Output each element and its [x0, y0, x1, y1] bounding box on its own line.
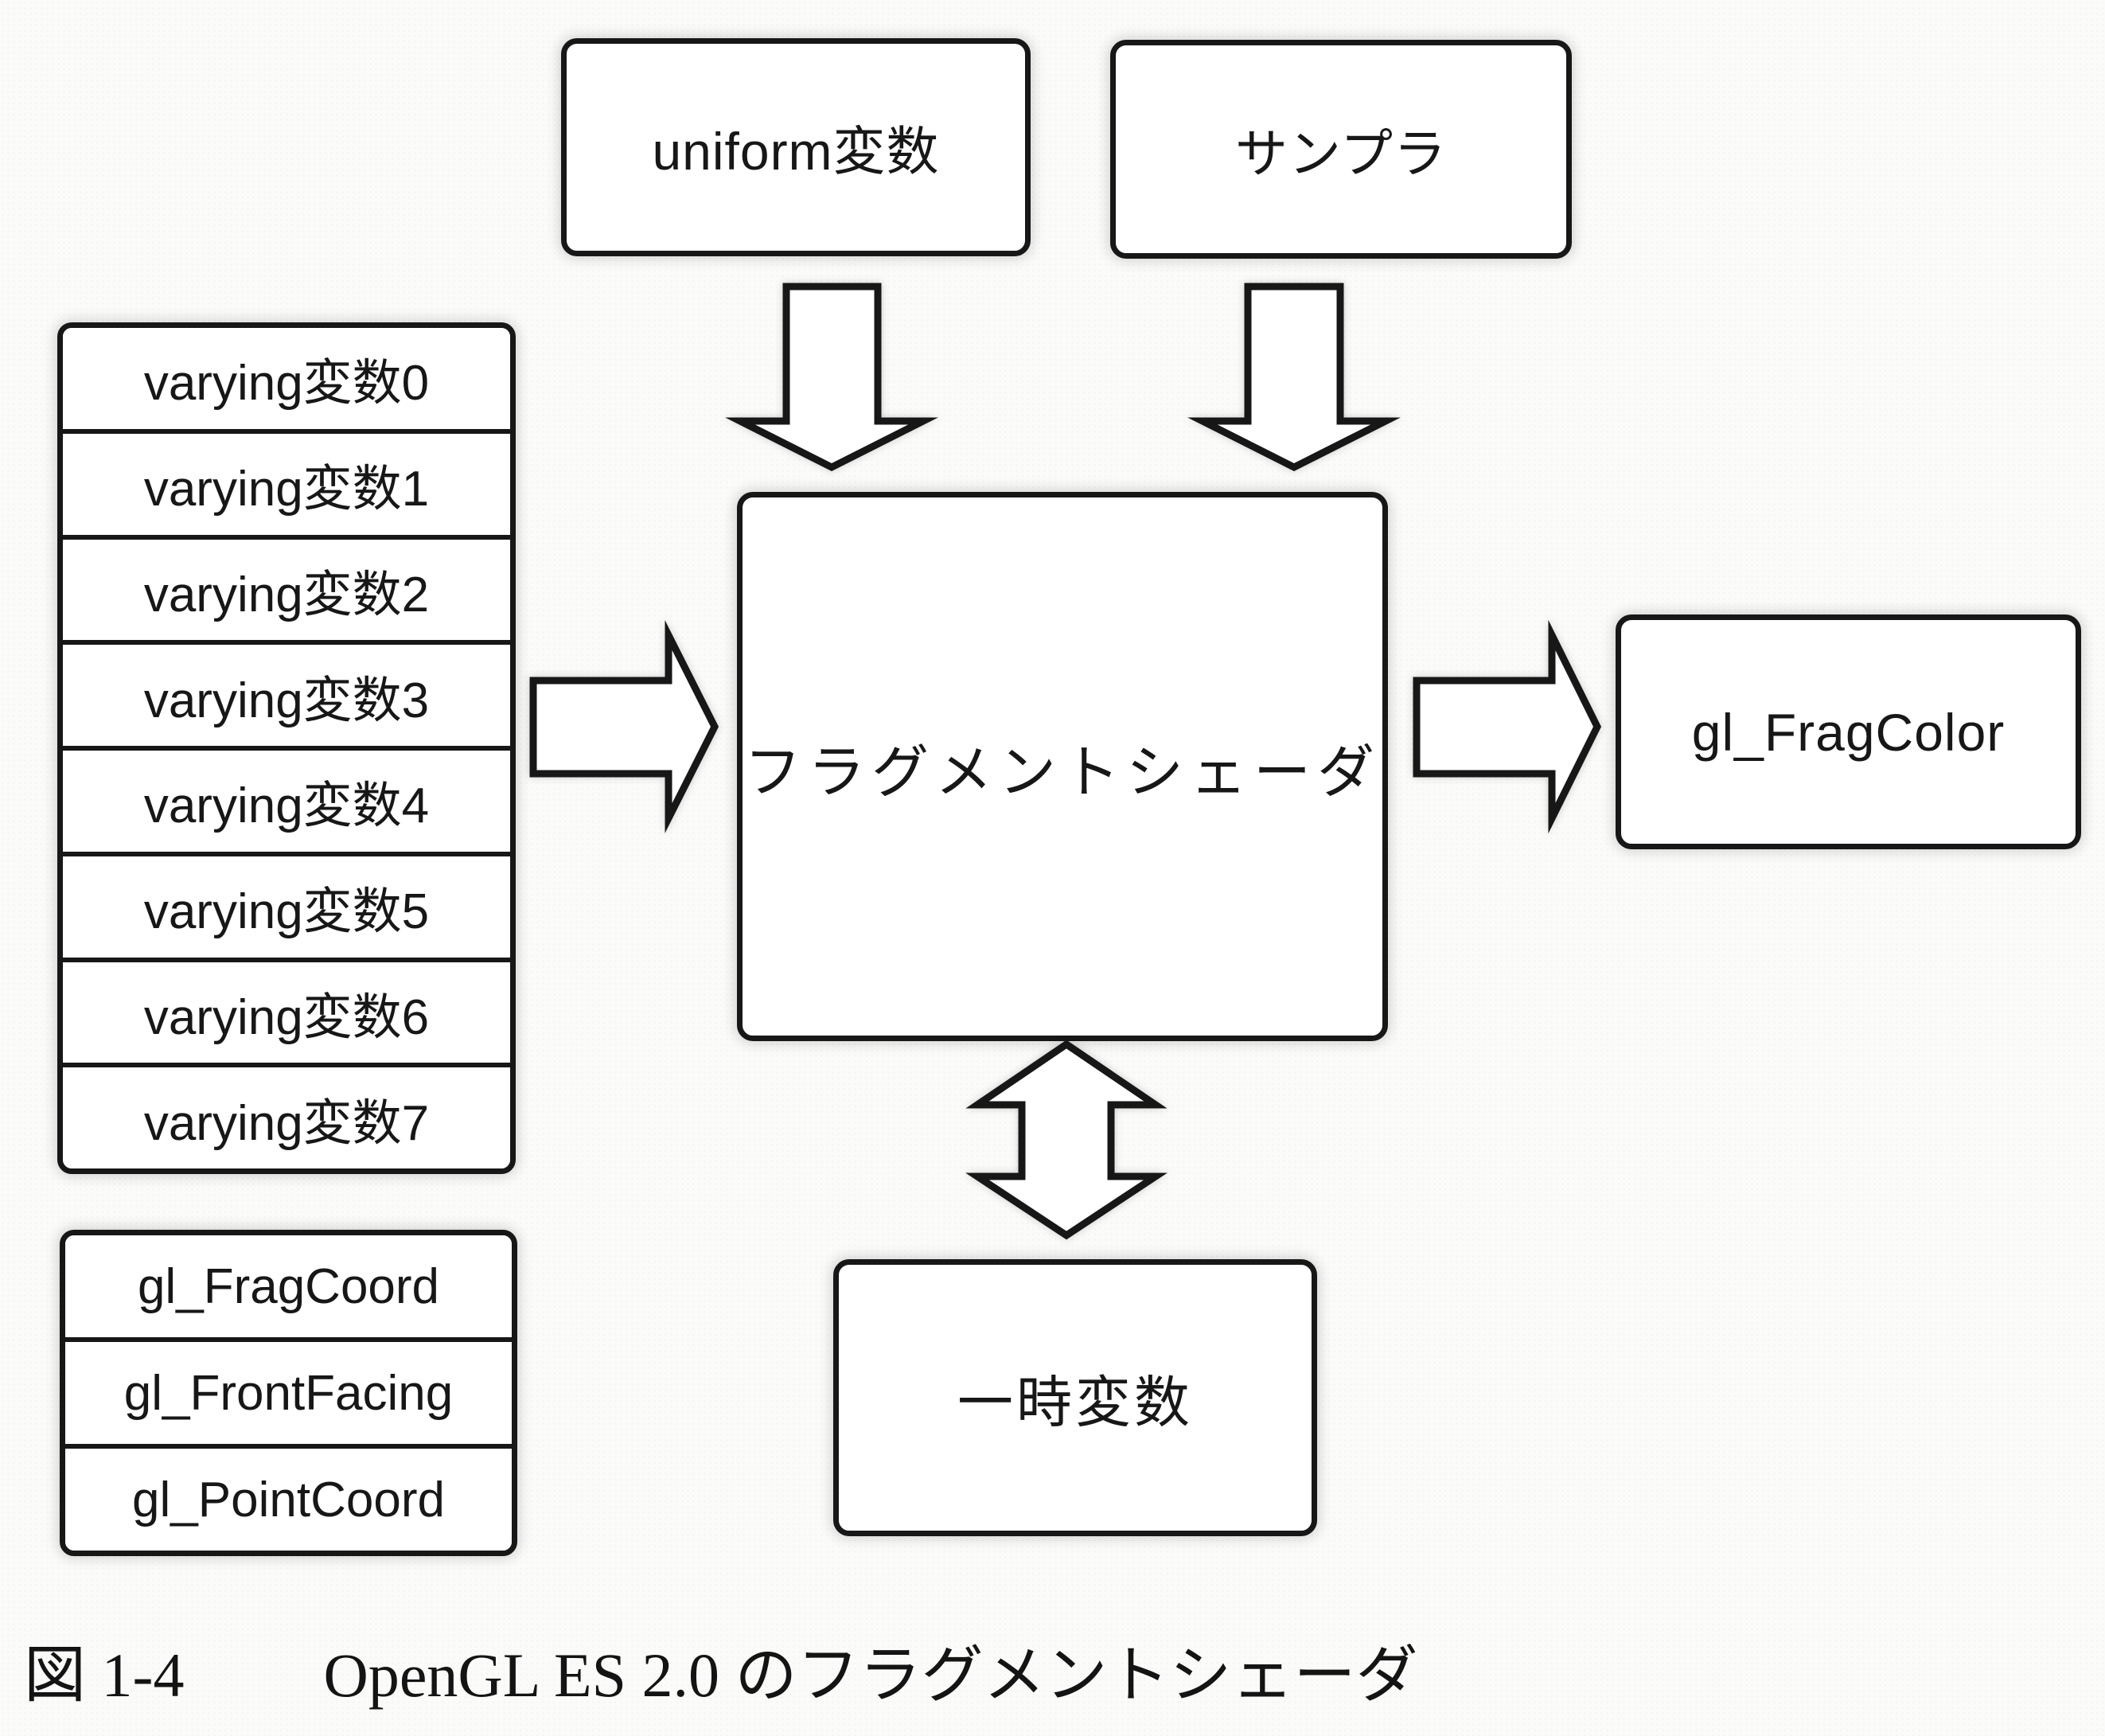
gl-pointcoord-label: gl_PointCoord: [132, 1472, 445, 1527]
varying-label-3: varying変数3: [143, 673, 430, 728]
gl-fragcoord-label: gl_FragCoord: [137, 1258, 440, 1314]
varying-label-5: varying変数5: [143, 884, 430, 940]
temporary-variables-label: 一時変数: [957, 1371, 1193, 1434]
builtin-inputs-stack: gl_FragCoord gl_FrontFacing gl_PointCoor…: [60, 1230, 517, 1556]
gl-frontfacing-label: gl_FrontFacing: [123, 1365, 454, 1421]
arrow-sampler-to-shader-icon: [1187, 283, 1401, 472]
arrow-shader-tempvar-bidirectional-icon: [965, 1040, 1167, 1240]
builtin-row-1: gl_FrontFacing: [65, 1337, 512, 1444]
builtin-row-2: gl_PointCoord: [65, 1444, 512, 1551]
varying-label-2: varying変数2: [143, 567, 430, 622]
arrow-uniform-to-shader-icon: [725, 283, 938, 472]
fragment-shader-label: フラグメントシェーダ: [743, 740, 1381, 805]
varying-row-1: varying変数1: [63, 428, 510, 535]
sampler-label: サンプラ: [1234, 123, 1448, 183]
figure-caption: 図 1-4 OpenGL ES 2.0 のフラグメントシェーダ: [24, 1625, 1418, 1715]
gl-fragcolor-box: gl_FragColor: [1616, 614, 2081, 849]
varying-variables-stack: varying変数0 varying変数1 varying変数2 varying…: [57, 322, 516, 1174]
varying-label-1: varying変数1: [143, 462, 430, 517]
varying-label-4: varying変数4: [143, 778, 430, 834]
gl-fragcolor-label: gl_FragColor: [1691, 702, 2006, 762]
figure-caption-text: OpenGL ES 2.0 のフラグメントシェーダ: [323, 1640, 1418, 1710]
varying-row-3: varying変数3: [63, 640, 510, 746]
varying-label-6: varying変数6: [143, 989, 430, 1045]
varying-row-7: varying変数7: [63, 1063, 510, 1168]
temporary-variables-box: 一時変数: [833, 1259, 1317, 1536]
sampler-box: サンプラ: [1110, 40, 1572, 259]
builtin-row-0: gl_FragCoord: [65, 1235, 512, 1337]
varying-row-6: varying変数6: [63, 957, 510, 1063]
fragment-shader-box: フラグメントシェーダ: [737, 492, 1388, 1041]
varying-row-4: varying変数4: [63, 746, 510, 852]
varying-row-5: varying変数5: [63, 851, 510, 958]
varying-label-7: varying変数7: [143, 1095, 430, 1151]
varying-row-2: varying変数2: [63, 534, 510, 641]
uniform-variables-box: uniform変数: [561, 38, 1031, 256]
uniform-variables-label: uniform変数: [652, 122, 940, 181]
arrow-shader-to-fragcolor-icon: [1413, 619, 1602, 834]
varying-row-0: varying変数0: [63, 328, 510, 429]
varying-label-0: varying変数0: [143, 356, 430, 412]
arrow-varying-to-shader-icon: [529, 620, 719, 833]
figure-caption-number: 図 1-4: [24, 1640, 185, 1710]
